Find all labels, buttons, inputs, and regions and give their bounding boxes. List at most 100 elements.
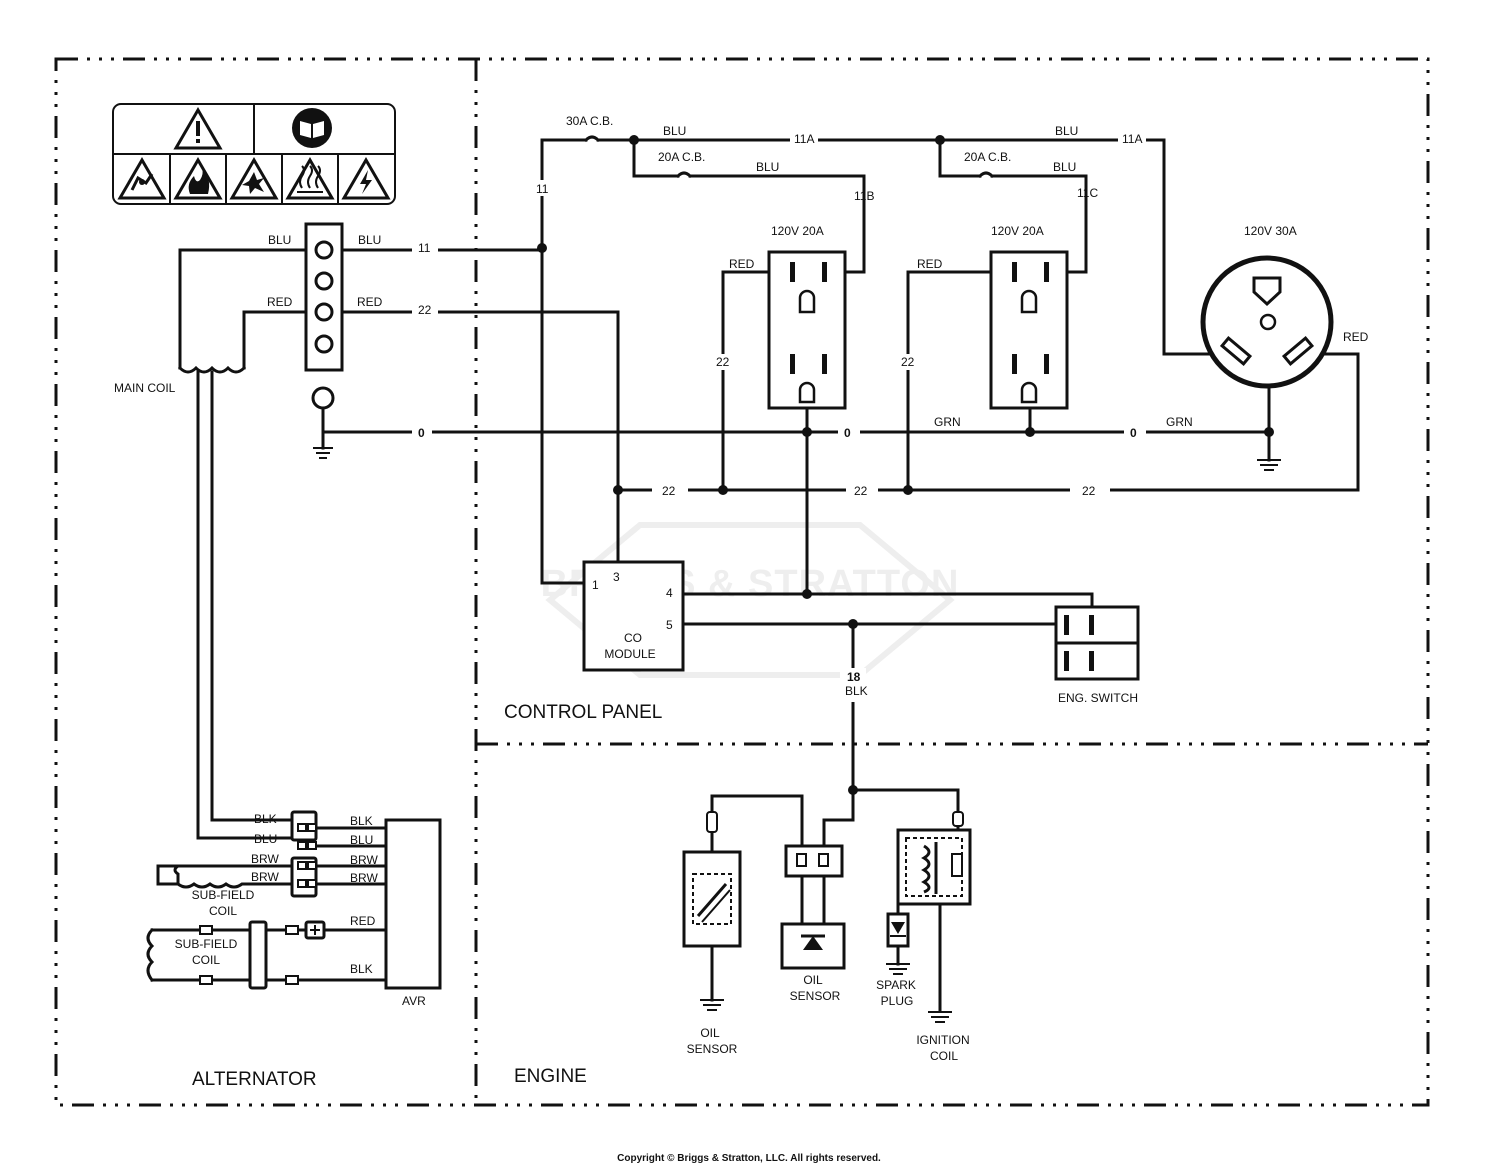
avr-label: AVR	[402, 994, 426, 1008]
wire-label-blu: BLU	[268, 233, 291, 247]
wire-number-18: 18	[847, 670, 861, 684]
wire-label-red: RED	[917, 257, 943, 271]
wire-label-blu: BLU	[254, 832, 277, 846]
sub-field-coil-label: SUB-FIELD	[175, 937, 238, 951]
copyright-notice: Copyright © Briggs & Stratton, LLC. All …	[617, 1153, 881, 1164]
wire-label-blk: BLK	[350, 814, 373, 828]
wire-number-0: 0	[1130, 426, 1137, 440]
co-pin-5: 5	[666, 618, 673, 632]
wire-label-red: RED	[1343, 330, 1369, 344]
oil-sensor-label: OIL	[803, 973, 823, 987]
breaker-20a-label: 20A C.B.	[658, 150, 705, 164]
co-module-label: CO	[624, 631, 642, 645]
wire-label-grn: GRN	[934, 415, 961, 429]
warning-triangle-icon	[173, 107, 223, 150]
main-coil	[177, 248, 308, 840]
breaker-20a-label: 20A C.B.	[964, 150, 1011, 164]
electrical-hazard-icon	[341, 157, 391, 200]
sub-field-coil-label: COIL	[192, 953, 220, 967]
co-pin-3: 3	[613, 570, 620, 584]
wire-number-22: 22	[1082, 484, 1096, 498]
wire-label-grn: GRN	[1166, 415, 1193, 429]
ground-30a	[1257, 459, 1281, 471]
oil-sensor-switch	[682, 811, 742, 948]
engine-wiring	[710, 788, 960, 1012]
avr-wiring	[146, 818, 388, 983]
oil-sensor-connector	[780, 844, 846, 970]
wire-label-blu: BLU	[756, 160, 779, 174]
wire-number-22: 22	[418, 303, 432, 317]
wire-label-red: RED	[729, 257, 755, 271]
alternator-section-label: ALTERNATOR	[192, 1069, 317, 1090]
eng-switch-label: ENG. SWITCH	[1058, 691, 1138, 705]
outlet-30a-label: 120V 30A	[1244, 224, 1297, 238]
explosion-hazard-icon	[229, 157, 279, 200]
wire-label-blk: BLK	[254, 812, 277, 826]
spark-plug-label: PLUG	[881, 994, 914, 1008]
avr-module	[384, 818, 442, 990]
co-pin-1: 1	[592, 578, 599, 592]
outlet-20a-label: 120V 20A	[771, 224, 824, 238]
wire-number-22: 22	[854, 484, 868, 498]
oil-sensor-label: SENSOR	[790, 989, 841, 1003]
ground-stud	[311, 386, 335, 459]
safety-label-panel	[112, 103, 396, 205]
wire-label-gaps	[412, 132, 1146, 702]
shock-hazard-icon	[117, 157, 167, 200]
engine-section-label: ENGINE	[514, 1066, 587, 1087]
wire-label-red: RED	[350, 914, 376, 928]
wire-number-11: 11	[418, 241, 431, 255]
sub-field-coil-label: COIL	[209, 904, 237, 918]
oil-sensor-label: SENSOR	[687, 1042, 738, 1056]
control-panel-wiring	[321, 135, 1360, 792]
wire-number-11c: 11C	[1077, 186, 1098, 200]
ignition-coil-label: IGNITION	[916, 1033, 969, 1047]
section-boundaries	[54, 57, 1430, 1107]
wire-label-blk: BLK	[350, 962, 373, 976]
outlet-30a	[1200, 255, 1334, 389]
text-labels: BLU BLU RED RED MAIN COIL 11 22 0 30A C.…	[114, 114, 1369, 1063]
wire-label-blu: BLU	[1055, 124, 1078, 138]
wire-label-brw: BRW	[350, 853, 378, 867]
outlet-20a-label: 120V 20A	[991, 224, 1044, 238]
wire-number-11: 11	[536, 182, 549, 196]
ignition-coil	[896, 811, 972, 1023]
sub-field-coil-label: SUB-FIELD	[192, 888, 255, 902]
wire-label-blu: BLU	[350, 833, 373, 847]
outlet-20a-2	[989, 250, 1069, 410]
engine-switch	[1054, 605, 1140, 681]
oil-sensor-label: OIL	[700, 1026, 720, 1040]
co-module-label: MODULE	[604, 647, 655, 661]
wire-label-brw: BRW	[350, 871, 378, 885]
spark-plug-label: SPARK	[876, 978, 916, 992]
oil-sensor-ground	[700, 999, 724, 1011]
avr-connectors	[199, 810, 326, 990]
terminal-block	[304, 222, 344, 372]
wire-label-brw: BRW	[251, 852, 279, 866]
wire-label-blk: BLK	[845, 684, 868, 698]
ignition-coil-label: COIL	[930, 1049, 958, 1063]
wire-number-0: 0	[844, 426, 851, 440]
breaker-30a-label: 30A C.B.	[566, 114, 613, 128]
junction-dots	[537, 135, 1274, 795]
control-panel-section-label: CONTROL PANEL	[504, 702, 662, 723]
wire-number-22: 22	[716, 355, 730, 369]
spark-plug	[886, 912, 910, 975]
wire-label-red: RED	[267, 295, 293, 309]
wire-label-blu: BLU	[663, 124, 686, 138]
hot-surface-icon	[285, 157, 335, 200]
wire-number-22: 22	[662, 484, 676, 498]
co-pin-4: 4	[666, 586, 673, 600]
main-coil-label: MAIN COIL	[114, 381, 176, 395]
wire-label-red: RED	[357, 295, 383, 309]
wire-number-22: 22	[901, 355, 915, 369]
wire-number-11b: 11B	[854, 189, 874, 203]
outlet-20a-1	[767, 250, 847, 410]
wire-label-blu: BLU	[1053, 160, 1076, 174]
co-module	[582, 560, 685, 672]
wire-label-brw: BRW	[251, 870, 279, 884]
read-manual-icon	[292, 108, 332, 148]
wire-number-0: 0	[418, 426, 425, 440]
wire-label-blu: BLU	[358, 233, 381, 247]
